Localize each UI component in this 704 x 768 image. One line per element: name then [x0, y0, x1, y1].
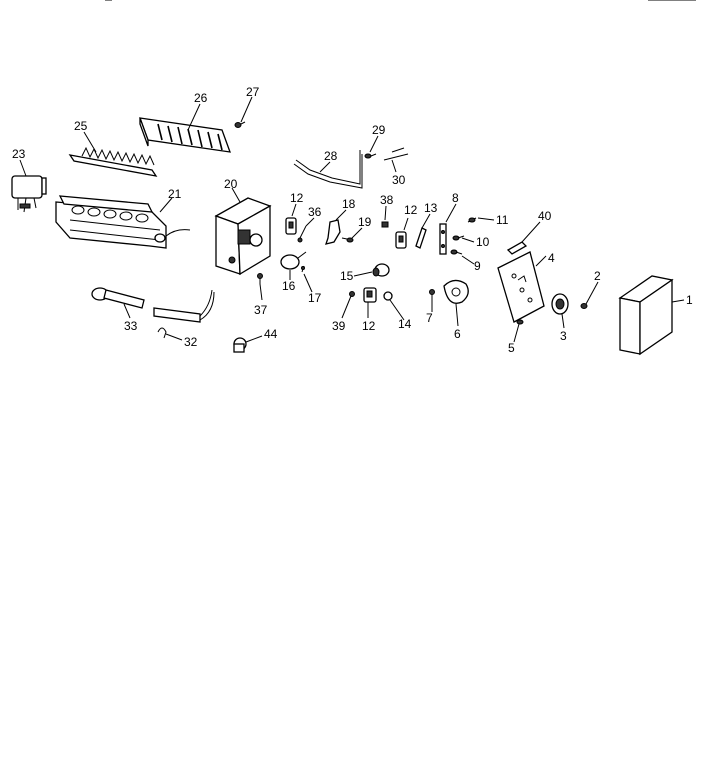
part-15-drawing — [372, 263, 390, 277]
label-part-21: 21 — [168, 187, 182, 201]
part-23-drawing — [11, 175, 47, 213]
part-2-drawing — [580, 303, 588, 309]
part-28-drawing — [293, 150, 363, 189]
part-7-drawing — [429, 289, 435, 295]
part-44-drawing — [233, 337, 247, 353]
label-part-7: 7 — [426, 311, 433, 325]
part-38-drawing — [381, 221, 389, 228]
label-part-18: 18 — [342, 197, 356, 211]
label-part-23: 23 — [12, 147, 26, 161]
label-part-20: 20 — [224, 177, 238, 191]
part-5-drawing — [516, 319, 524, 325]
label-part-38: 38 — [380, 193, 394, 207]
label-part-32: 32 — [184, 335, 198, 349]
label-part-12-lower: 12 — [362, 319, 376, 333]
part-14-drawing — [383, 291, 393, 301]
label-part-11: 11 — [496, 213, 509, 227]
label-part-25: 25 — [74, 119, 88, 133]
label-part-2: 2 — [594, 269, 601, 283]
label-part-15: 15 — [340, 269, 354, 283]
part-9-drawing — [450, 249, 463, 255]
label-part-4: 4 — [548, 251, 555, 265]
label-part-39: 39 — [332, 319, 346, 333]
label-part-28: 28 — [324, 149, 338, 163]
label-part-3: 3 — [560, 329, 567, 343]
label-part-40: 40 — [538, 209, 552, 223]
label-part-19: 19 — [358, 215, 372, 229]
label-part-6: 6 — [454, 327, 461, 341]
label-part-16: 16 — [282, 279, 296, 293]
label-part-30: 30 — [392, 173, 406, 187]
label-part-17: 17 — [308, 291, 322, 305]
part-6-drawing — [443, 279, 469, 304]
part-17-drawing — [301, 265, 305, 273]
part-40-drawing — [506, 241, 528, 255]
part-16-drawing — [280, 251, 307, 270]
part-13-drawing — [415, 227, 427, 249]
part-10-drawing — [452, 235, 465, 241]
part-21-drawing — [55, 195, 191, 249]
callout-labels: 1 2 3 4 5 6 7 8 9 10 11 12 12 12 13 14 1… — [12, 85, 693, 355]
wire-harness-drawing — [153, 289, 215, 323]
part-12-switch-left — [285, 217, 297, 235]
part-19-drawing — [341, 237, 354, 243]
part-8-drawing — [439, 223, 447, 255]
label-part-44: 44 — [264, 327, 278, 341]
part-11-drawing — [467, 217, 477, 223]
part-4-drawing — [497, 251, 545, 323]
part-30-drawing — [383, 147, 409, 161]
label-part-9: 9 — [474, 259, 481, 273]
part-20-drawing — [214, 197, 272, 276]
part-36-drawing — [297, 225, 307, 243]
label-part-1: 1 — [686, 293, 693, 307]
part-33-drawing — [91, 287, 145, 309]
part-18-drawing — [325, 219, 341, 245]
part-27-screw — [234, 121, 246, 128]
part-29-drawing — [364, 153, 377, 159]
label-part-8: 8 — [452, 191, 459, 205]
label-part-27: 27 — [246, 85, 260, 99]
part-39-drawing — [349, 291, 355, 297]
label-part-13: 13 — [424, 201, 438, 215]
part-3-drawing — [551, 293, 569, 315]
part-1-drawing — [618, 275, 674, 356]
label-part-12-left: 12 — [290, 191, 304, 205]
part-25-drawing — [68, 146, 158, 177]
label-part-14: 14 — [398, 317, 412, 331]
label-part-12-middle: 12 — [404, 203, 418, 217]
label-part-5: 5 — [508, 341, 515, 355]
part-12-switch-middle — [395, 231, 407, 249]
label-part-26: 26 — [194, 91, 208, 105]
part-12-switch-lower — [363, 287, 377, 303]
part-26-drawing — [139, 117, 231, 153]
label-part-37: 37 — [254, 303, 268, 317]
label-part-33: 33 — [124, 319, 138, 333]
label-part-36: 36 — [308, 205, 322, 219]
part-37-drawing — [257, 273, 263, 284]
label-part-29: 29 — [372, 123, 386, 137]
part-32-drawing — [157, 327, 167, 339]
label-part-10: 10 — [476, 235, 490, 249]
